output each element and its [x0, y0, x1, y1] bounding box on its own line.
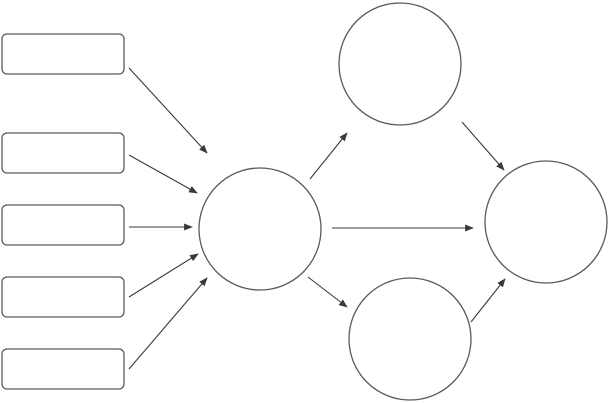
edge-box-5-to-node-center [128, 277, 208, 370]
box-5 [1, 348, 125, 390]
edges [128, 67, 506, 370]
node-top [338, 2, 462, 126]
box-4 [1, 276, 125, 318]
nodes [198, 2, 608, 401]
box-3 [1, 204, 125, 246]
edge-box-4-to-node-center [128, 253, 199, 298]
edge-node-top-to-node-right [461, 121, 505, 171]
edge-node-center-to-node-bottom [307, 276, 348, 308]
node-center [198, 167, 322, 291]
box-1 [1, 33, 125, 75]
edge-node-bottom-to-node-right [470, 278, 506, 323]
edge-box-2-to-node-center [128, 154, 198, 194]
box-2 [1, 132, 125, 174]
edge-box-1-to-node-center [128, 67, 208, 154]
node-bottom [348, 277, 472, 401]
edge-node-center-to-node-top [309, 132, 348, 180]
node-right [484, 160, 608, 284]
boxes [1, 33, 125, 390]
